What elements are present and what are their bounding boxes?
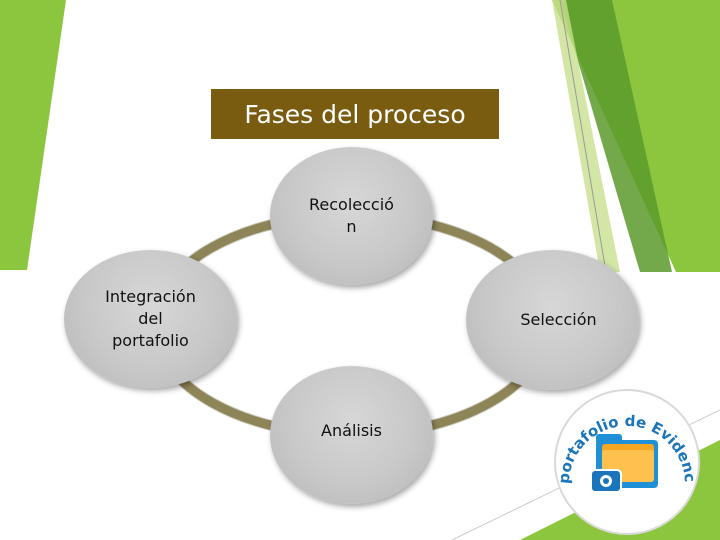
right-light-green-sliver (552, 0, 620, 272)
phase-node-seleccion: Selección (466, 250, 639, 390)
phase-label-seleccion: Selección (520, 310, 597, 329)
phase-node-analisis: Análisis (270, 366, 433, 504)
phase-label-integracion: Integración del portafolio (105, 287, 196, 350)
phase-label-analisis: Análisis (321, 421, 382, 440)
phase-node-integracion: Integración del portafolio (64, 250, 237, 388)
portfolio-logo: portafolio de Evidencias del Alumno (549, 384, 700, 535)
left-green-bar (0, 0, 66, 270)
phase-node-recoleccion: Recolecció n (270, 147, 433, 285)
phase-label-recoleccion: Recolecció n (309, 195, 394, 236)
right-thin-line (559, 0, 607, 273)
diagram-title: Fases del proceso (211, 89, 499, 139)
folder-camera-icon (590, 434, 658, 493)
diagram-title-text: Fases del proceso (244, 99, 466, 129)
right-dark-green-panel (560, 0, 672, 272)
